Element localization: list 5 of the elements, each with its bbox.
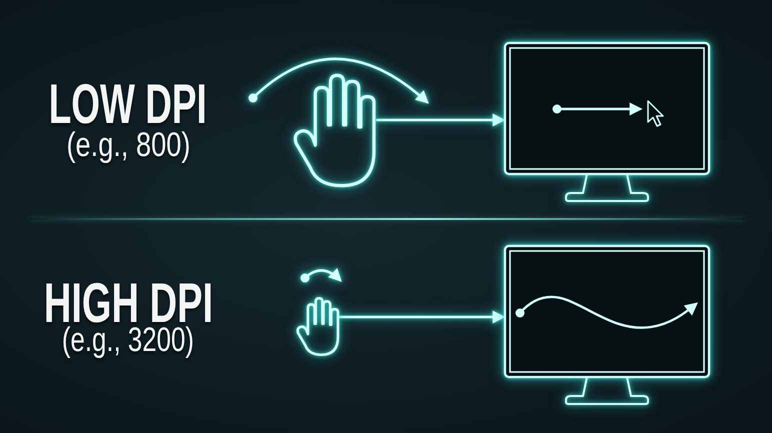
arrow bbox=[376, 114, 506, 126]
hand-icon bbox=[292, 72, 376, 189]
monitor-illustration bbox=[503, 41, 711, 203]
arrow bbox=[339, 310, 506, 324]
hand-icon bbox=[296, 297, 339, 356]
